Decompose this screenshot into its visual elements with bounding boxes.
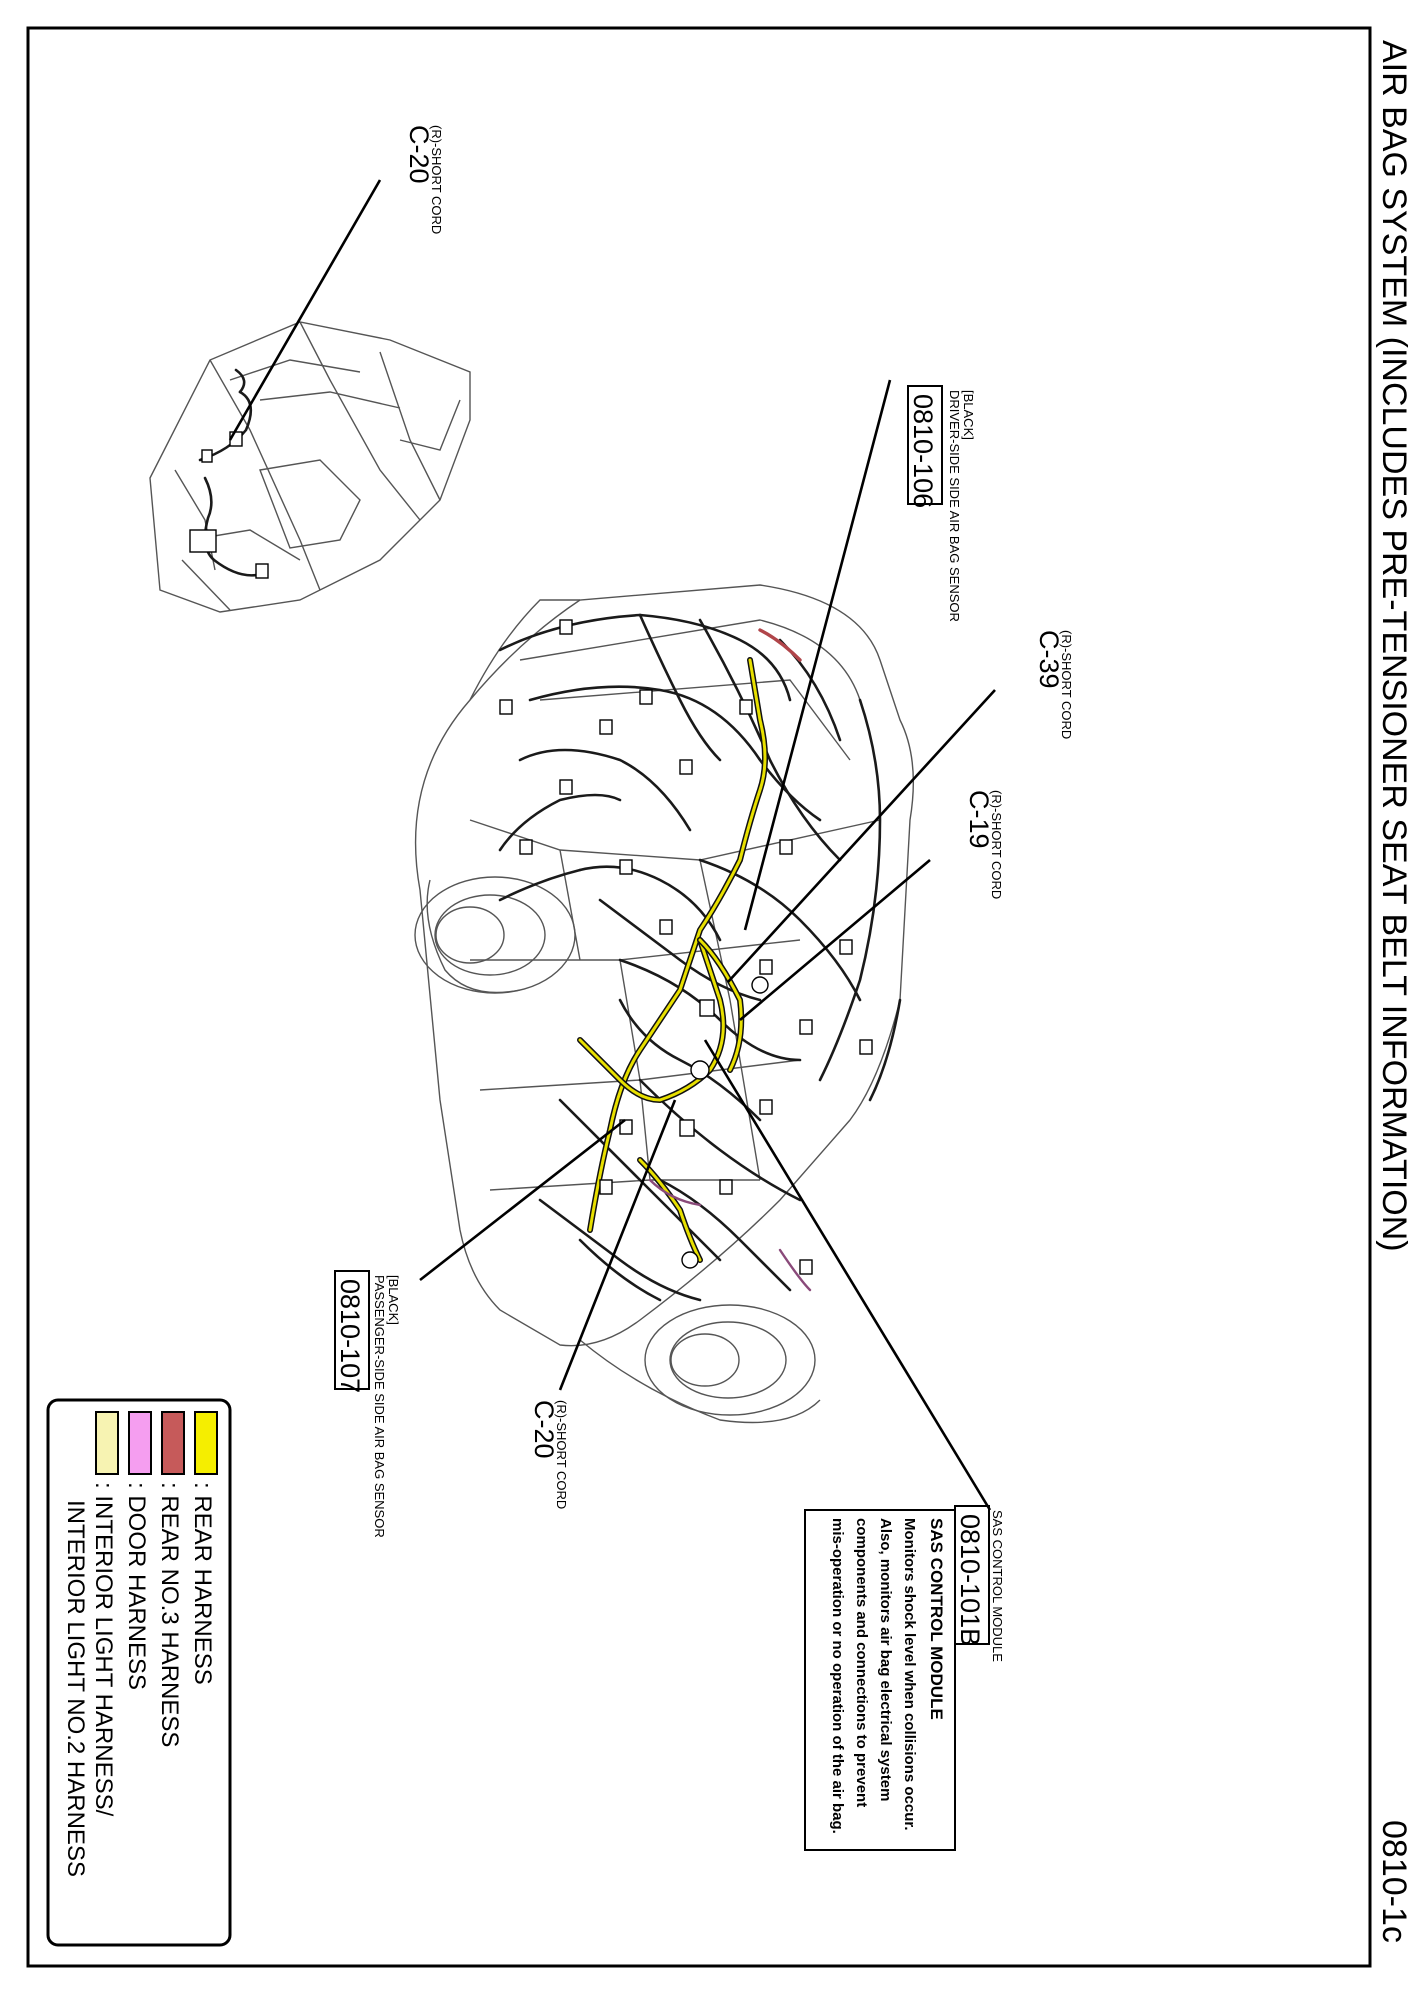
legend-label: : REAR NO.3 HARNESS [156,1482,183,1747]
leader-line-c19 [739,859,931,1021]
description-line: Monitors shock level when collisions occ… [901,1518,918,1831]
leader-line-driver-sensor [743,379,892,931]
callout-label: (R)-SHORT CORD [1059,630,1074,739]
legend-label: : INTERIOR LIGHT HARNESS/ [90,1482,117,1817]
page-frame [26,26,1372,1968]
legend-item-rear-harness: : REAR HARNESS [189,1411,218,1685]
callout-label-top: [BLACK] [961,390,976,440]
leader-line-c20-seat [228,179,382,441]
callout-code-box [907,385,943,505]
callout-label: (R)-SHORT CORD [554,1400,569,1509]
legend-swatch [194,1411,218,1475]
leader-line-sas-module [703,1039,992,1511]
description-line: components and connections to prevent [853,1518,870,1807]
callout-code: 0810-106 [908,394,938,508]
legend-label-continued: INTERIOR LIGHT NO.2 HARNESS [62,1500,89,1877]
callout-code: C-20 [404,125,434,184]
callout-label: (R)-SHORT CORD [989,790,1004,899]
legend-swatch [95,1411,119,1475]
callout-code: C-19 [964,790,994,849]
callout-sas-module: SAS CONTROL MODULE 0810-101B [954,1505,1005,1662]
callout-c39: C-39 (R)-SHORT CORD [1034,630,1074,739]
callout-c20-body: C-20 (R)-SHORT CORD [529,1400,569,1509]
callout-c20-seat: C-20 (R)-SHORT CORD [404,125,444,234]
legend-item-interior-light-harness: : INTERIOR LIGHT HARNESS/ INTERIOR LIGHT… [62,1411,119,1877]
callout-c19: C-19 (R)-SHORT CORD [964,790,1004,899]
diagram-title: AIR BAG SYSTEM (INCLUDES PRE-TENSIONER S… [1375,40,1413,1252]
callout-label: (R)-SHORT CORD [429,125,444,234]
description-line: Also, monitors air bag electrical system [877,1518,894,1801]
callout-code: C-39 [1034,630,1064,689]
callout-passenger-sensor: 0810-107 PASSENGER-SIDE SIDE AIR BAG SEN… [334,1270,401,1538]
callout-code: C-20 [529,1400,559,1459]
leader-line-c39 [727,689,996,983]
leader-line-passenger-sensor [419,1118,626,1282]
callout-code: 0810-107 [335,1279,365,1393]
legend-label: : DOOR HARNESS [123,1482,150,1690]
legend-item-door-harness: : DOOR HARNESS [123,1411,152,1690]
legend-frame [46,1398,232,1947]
callout-label: PASSENGER-SIDE SIDE AIR BAG SENSOR [372,1275,387,1538]
legend-label: : REAR HARNESS [189,1482,216,1685]
harness-legend: : REAR HARNESS : REAR NO.3 HARNESS : DOO… [46,1398,232,1947]
callout-label-bottom: [BLACK] [386,1275,401,1325]
vehicle-illustration [414,584,915,1424]
sas-description-box: SAS CONTROL MODULE Monitors shock level … [804,1509,956,1851]
callout-code-box [334,1270,370,1390]
leader-line-c20-body [558,1099,677,1391]
description-frame [804,1509,956,1851]
callout-label: DRIVER-SIDE SIDE AIR BAG SENSOR [947,390,962,622]
description-heading: SAS CONTROL MODULE [927,1518,946,1720]
legend-item-rear-no3-harness: : REAR NO.3 HARNESS [156,1411,185,1747]
legend-swatch [128,1411,152,1475]
description-line: mis-operation or no operation of the air… [829,1518,846,1834]
callout-label-top: SAS CONTROL MODULE [990,1510,1005,1662]
callout-driver-sensor: [BLACK] DRIVER-SIDE SIDE AIR BAG SENSOR … [907,385,976,622]
callout-code: 0810-101B [955,1514,985,1646]
page-number: 0810-1c [1375,1820,1413,1943]
rear-seat-illustration [149,321,471,613]
legend-swatch [161,1411,185,1475]
